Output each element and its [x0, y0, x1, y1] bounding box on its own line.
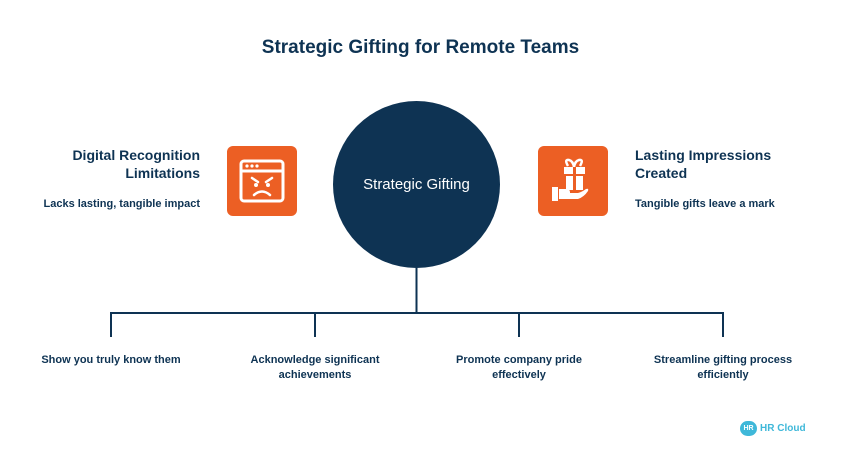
- diagram-title: Strategic Gifting for Remote Teams: [261, 37, 580, 58]
- branch-label-4: Streamline gifting process efficiently: [628, 353, 818, 383]
- branch-1-line1: Show you truly know them: [41, 354, 181, 366]
- branch-2-line1: Acknowledge significant: [250, 354, 380, 366]
- hr-cloud-logo: HR HR Cloud: [740, 421, 806, 436]
- branch-label-1: Show you truly know them: [16, 353, 206, 368]
- branch-label-2: Acknowledge significant achievements: [220, 353, 410, 383]
- center-label: Strategic Gifting: [363, 176, 470, 193]
- right-card-subtitle: Tangible gifts leave a mark: [635, 198, 775, 210]
- center-node: Strategic Gifting: [333, 101, 500, 268]
- logo-badge: HR: [740, 421, 757, 436]
- branch-label-3: Promote company pride effectively: [424, 353, 614, 383]
- left-card-subtitle: Lacks lasting, tangible impact: [43, 198, 201, 210]
- logo-text: HR Cloud: [760, 423, 806, 434]
- right-title-line2: Created: [635, 165, 688, 181]
- gift-hand-icon: [538, 146, 608, 216]
- branch-4-line2: efficiently: [697, 369, 749, 381]
- left-card-title: Digital Recognition Limitations: [40, 146, 200, 182]
- right-card-title: Lasting Impressions Created: [635, 146, 825, 182]
- branch-3-line1: Promote company pride: [456, 354, 582, 366]
- right-title-line1: Lasting Impressions: [635, 147, 772, 163]
- branch-4-line1: Streamline gifting process: [653, 354, 793, 366]
- left-title-line1: Digital Recognition: [72, 147, 200, 163]
- angry-browser-icon: [227, 146, 297, 216]
- branch-3-line2: effectively: [492, 369, 546, 381]
- left-title-line2: Limitations: [125, 165, 200, 181]
- branch-2-line2: achievements: [278, 369, 352, 381]
